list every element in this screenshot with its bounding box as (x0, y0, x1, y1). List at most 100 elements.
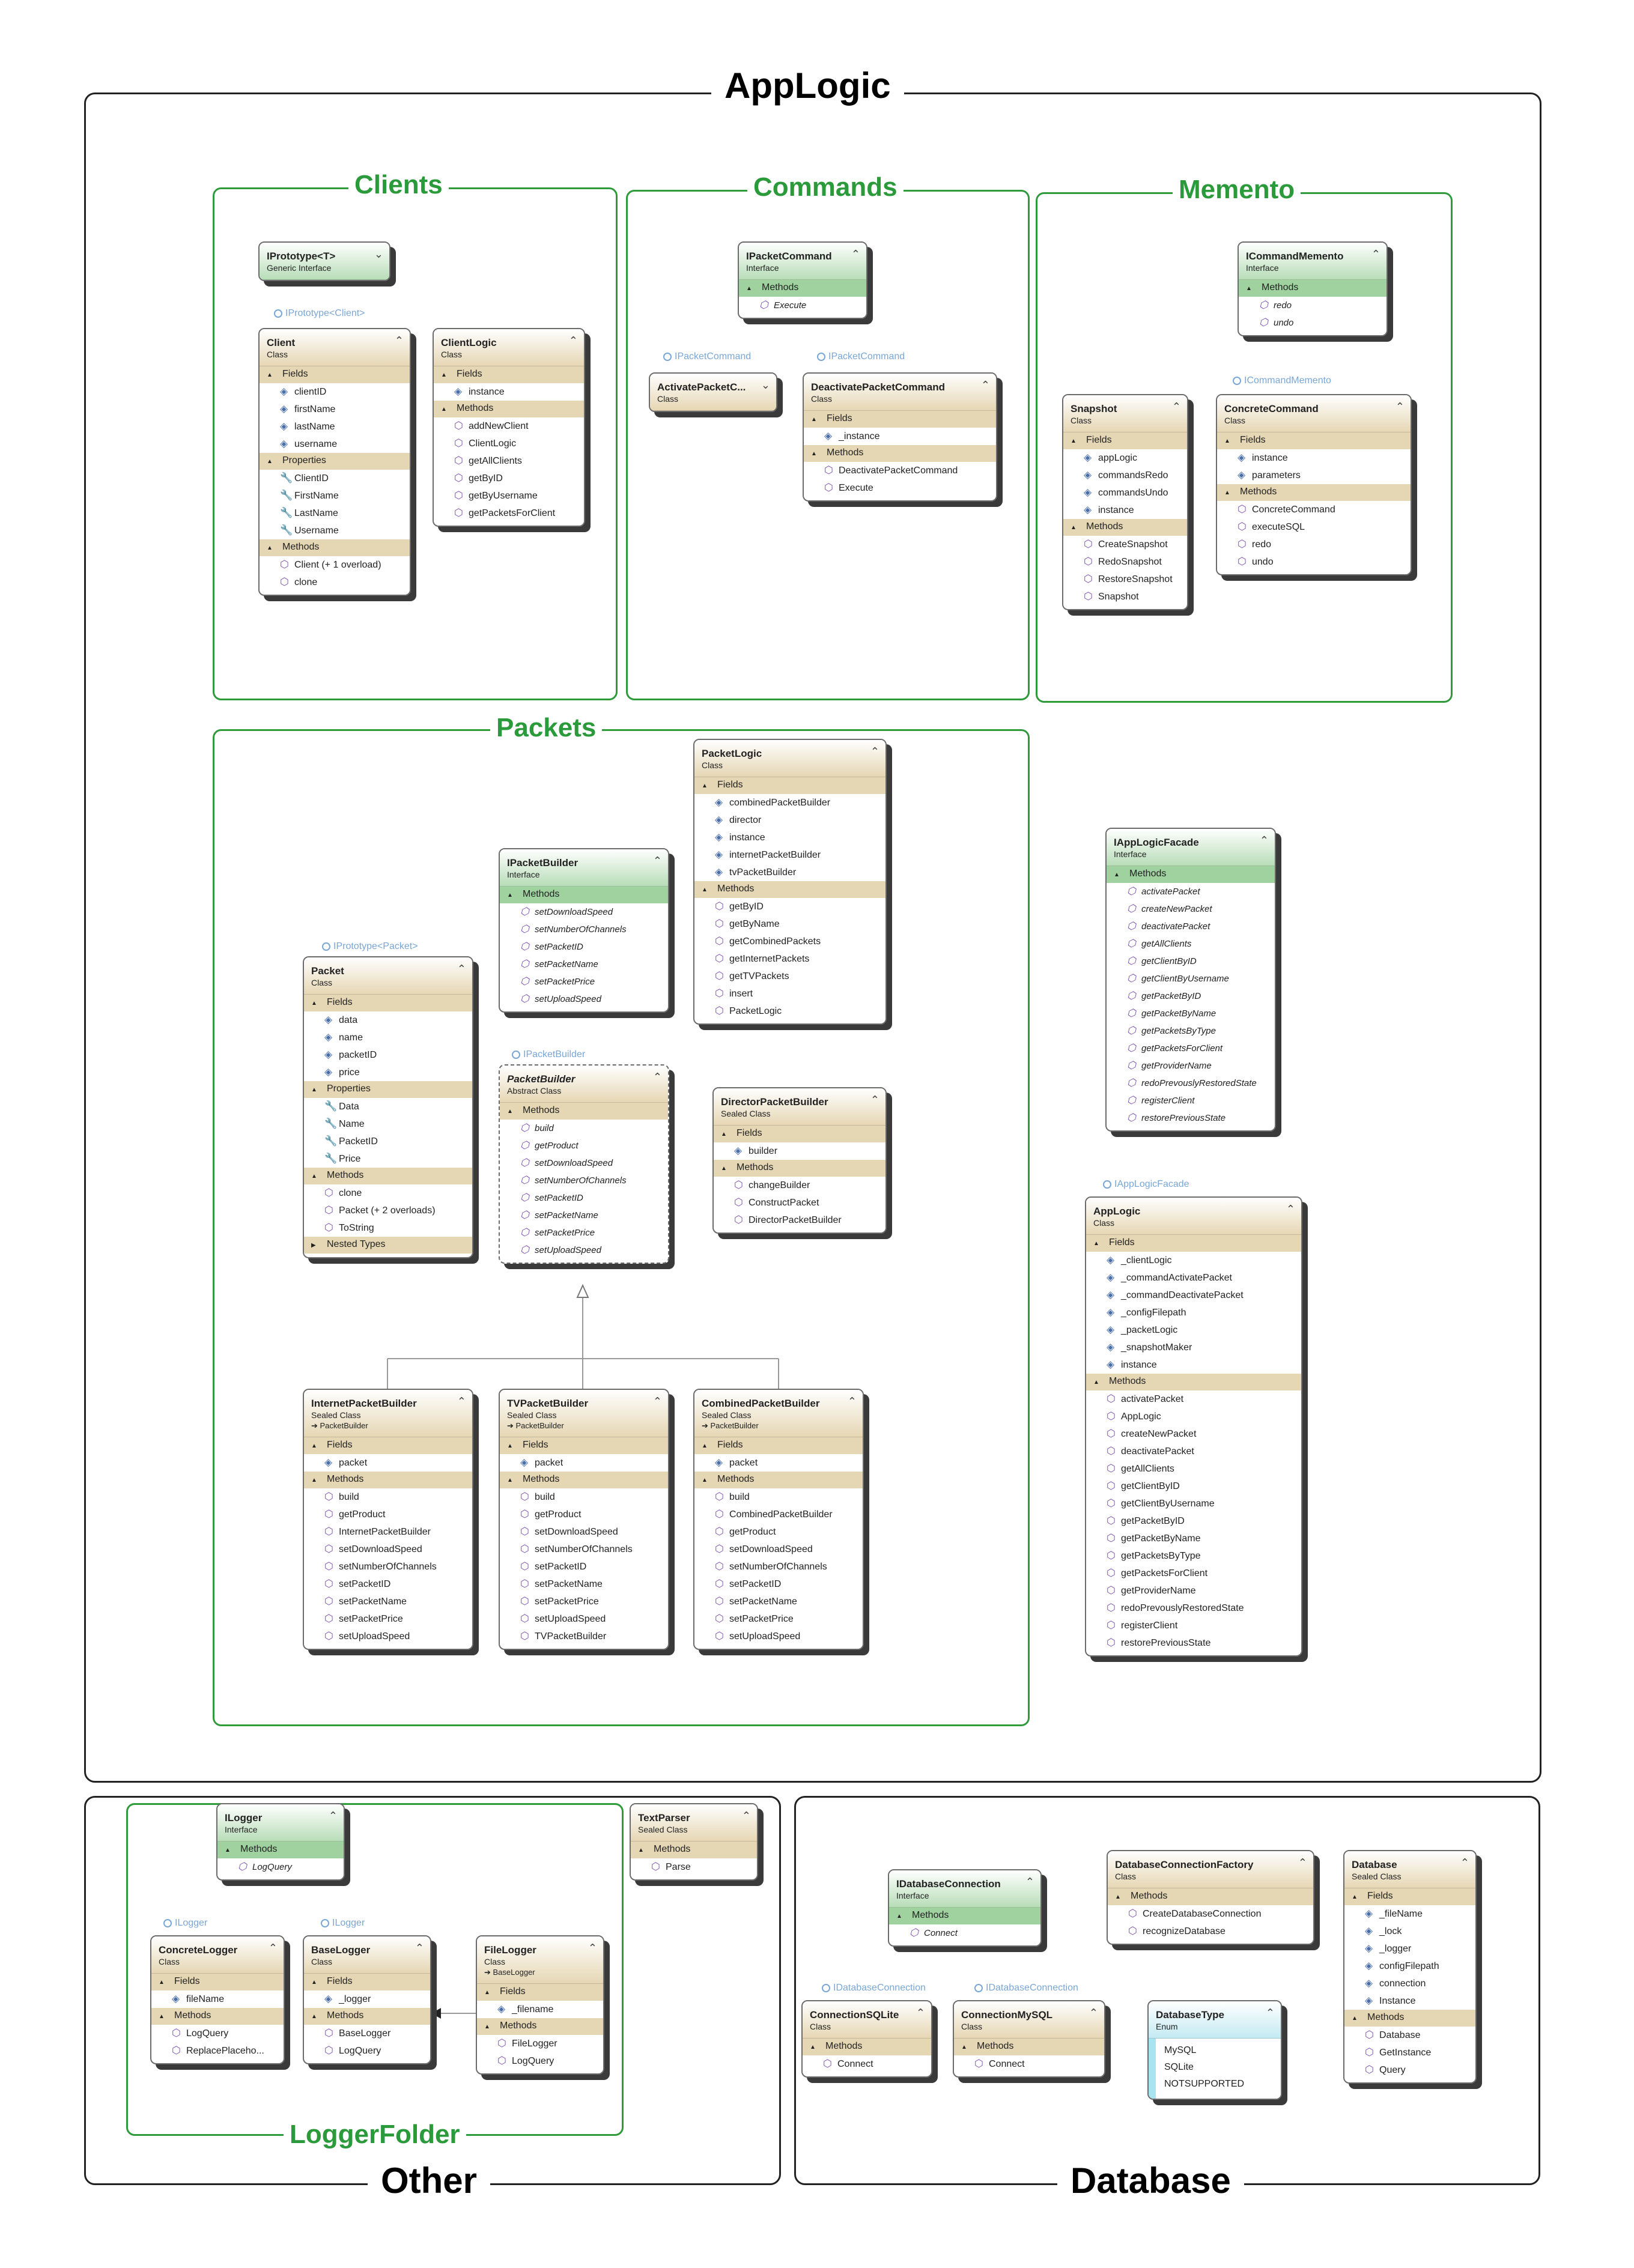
section-header[interactable]: ▲Properties (304, 1081, 472, 1098)
collapse-icon[interactable]: ⌃ (1371, 248, 1380, 260)
section-toggle-icon[interactable]: ▲ (721, 1165, 727, 1172)
collapse-icon[interactable]: ⌃ (652, 1395, 662, 1407)
section-header[interactable]: ▲Properties (260, 453, 410, 470)
collapse-icon[interactable]: ⌃ (457, 1395, 466, 1407)
section-header[interactable]: ▲Methods (714, 1160, 885, 1177)
section-header[interactable]: ▲Methods (694, 1472, 863, 1488)
section-toggle-icon[interactable]: ▲ (441, 372, 447, 378)
collapse-icon[interactable]: ⌃ (652, 1071, 662, 1083)
collapse-icon[interactable]: ⌃ (457, 963, 466, 975)
section-toggle-icon[interactable]: ▶ (311, 1242, 316, 1249)
section-header[interactable]: ▲Methods (260, 539, 410, 556)
expand-icon[interactable]: ⌄ (761, 379, 770, 391)
section-header[interactable]: ▲Fields (304, 1974, 430, 1991)
section-toggle-icon[interactable]: ▲ (1224, 438, 1230, 444)
section-header[interactable]: ▲Methods (1344, 2010, 1475, 2027)
section-toggle-icon[interactable]: ▲ (702, 783, 708, 789)
section-header[interactable]: ▲Methods (500, 1472, 668, 1488)
section-toggle-icon[interactable]: ▲ (267, 545, 273, 551)
section-header[interactable]: ▲Methods (1107, 866, 1275, 883)
section-header[interactable]: ▲Methods (1086, 1374, 1301, 1390)
collapse-icon[interactable]: ⌃ (851, 248, 860, 260)
collapse-icon[interactable]: ⌃ (568, 335, 578, 347)
section-toggle-icon[interactable]: ▲ (311, 2013, 317, 2020)
collapse-icon[interactable]: ⌃ (1460, 1857, 1469, 1869)
section-header[interactable]: ▲Methods (477, 2018, 603, 2035)
section-header[interactable]: ▲Fields (260, 366, 410, 383)
section-toggle-icon[interactable]: ▲ (810, 2044, 816, 2051)
section-toggle-icon[interactable]: ▲ (484, 1989, 490, 1996)
section-header[interactable]: ▲Fields (1344, 1888, 1475, 1905)
section-toggle-icon[interactable]: ▲ (961, 2044, 967, 2051)
collapse-icon[interactable]: ⌃ (588, 1942, 597, 1954)
section-header[interactable]: ▲Methods (151, 2008, 284, 2025)
section-toggle-icon[interactable]: ▲ (159, 1979, 165, 1986)
collapse-icon[interactable]: ⌃ (415, 1942, 424, 1954)
section-toggle-icon[interactable]: ▲ (1093, 1379, 1099, 1386)
section-toggle-icon[interactable]: ▲ (638, 1847, 644, 1854)
section-toggle-icon[interactable]: ▲ (811, 416, 817, 423)
collapse-icon[interactable]: ⌃ (1171, 401, 1181, 413)
iprototype-box[interactable]: IPrototype<T>Generic Interface⌄ (258, 241, 390, 281)
section-header[interactable]: ▲Methods (803, 2039, 931, 2055)
section-toggle-icon[interactable]: ▲ (1114, 872, 1120, 878)
collapse-icon[interactable]: ⌃ (1025, 1876, 1034, 1888)
collapse-icon[interactable]: ⌃ (1298, 1857, 1307, 1869)
section-toggle-icon[interactable]: ▲ (311, 1443, 317, 1449)
section-header[interactable]: ▲Methods (739, 280, 866, 297)
collapse-icon[interactable]: ⌃ (980, 379, 990, 391)
collapse-icon[interactable]: ⌃ (741, 1810, 751, 1822)
section-toggle-icon[interactable]: ▲ (311, 1477, 317, 1484)
section-header[interactable]: ▲Methods (304, 1472, 472, 1488)
section-header[interactable]: ▲Fields (304, 995, 472, 1011)
section-header[interactable]: ▲Methods (1239, 280, 1386, 297)
section-header[interactable]: ▲Fields (714, 1126, 885, 1142)
section-header[interactable]: ▲Methods (631, 1842, 757, 1858)
section-toggle-icon[interactable]: ▲ (267, 372, 273, 378)
collapse-icon[interactable]: ⌃ (328, 1810, 338, 1822)
section-toggle-icon[interactable]: ▲ (811, 450, 817, 457)
collapse-icon[interactable]: ⌃ (394, 335, 404, 347)
section-header[interactable]: ▲Fields (804, 411, 996, 428)
section-header[interactable]: ▲Methods (217, 1842, 344, 1858)
section-header[interactable]: ▲Methods (434, 401, 584, 417)
section-header[interactable]: ▲Methods (500, 1103, 668, 1120)
section-toggle-icon[interactable]: ▲ (507, 1443, 513, 1449)
section-header[interactable]: ▲Fields (151, 1974, 284, 1991)
section-header[interactable]: ▲Methods (304, 1168, 472, 1184)
section-toggle-icon[interactable]: ▲ (1352, 2015, 1358, 2022)
section-header[interactable]: ▲Fields (477, 1984, 603, 2001)
section-toggle-icon[interactable]: ▲ (311, 1000, 317, 1007)
collapse-icon[interactable]: ⌃ (652, 855, 662, 867)
section-header[interactable]: ▲Fields (434, 366, 584, 383)
section-header[interactable]: ▲Fields (1063, 432, 1187, 449)
section-header[interactable]: ▲Methods (500, 887, 668, 903)
section-header[interactable]: ▲Methods (889, 1908, 1040, 1924)
section-header[interactable]: ▲Fields (694, 1437, 863, 1454)
collapse-icon[interactable]: ⌃ (268, 1942, 278, 1954)
collapse-icon[interactable]: ⌃ (1395, 401, 1405, 413)
collapse-icon[interactable]: ⌃ (1265, 2007, 1275, 2019)
section-toggle-icon[interactable]: ▲ (484, 2024, 490, 2030)
section-toggle-icon[interactable]: ▲ (1352, 1894, 1358, 1900)
section-toggle-icon[interactable]: ▲ (507, 892, 513, 899)
